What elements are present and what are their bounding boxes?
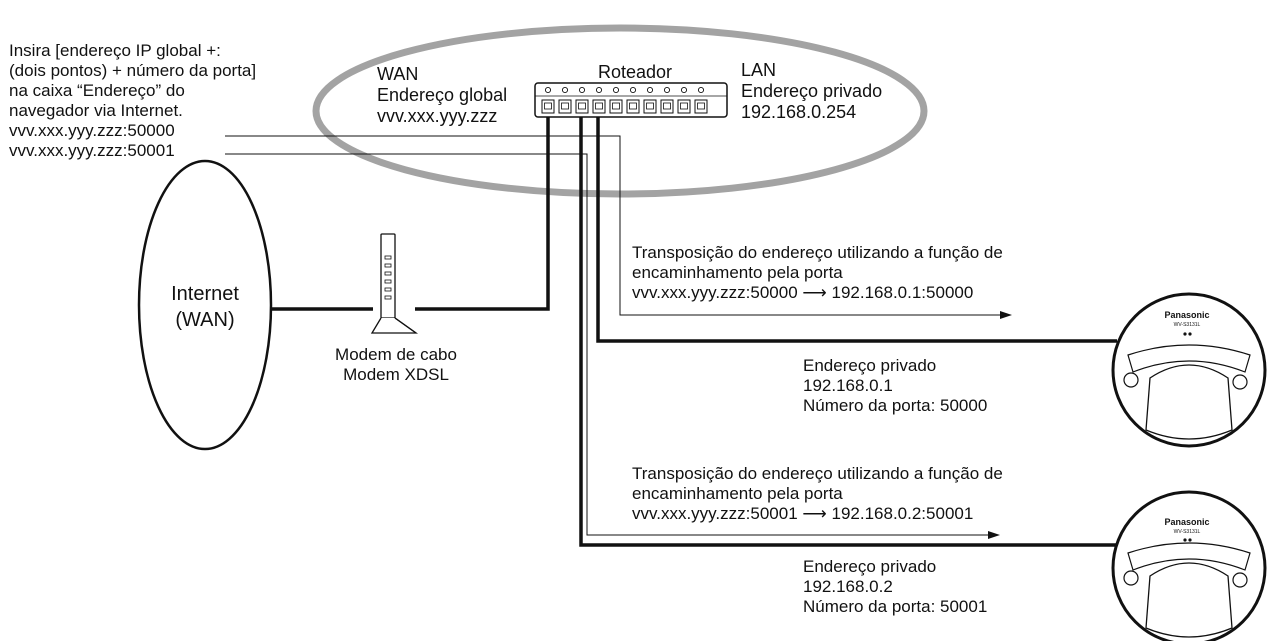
forwarding-2-source: vvv.xxx.yyy.zzz:50001 [632, 504, 798, 523]
router-port [592, 99, 606, 114]
internet-label-line-1: Internet [171, 283, 239, 305]
url-2-line [225, 153, 996, 536]
router-wan-address-label: Endereço global [377, 85, 508, 105]
router-title: Roteador [598, 62, 673, 82]
forwarding-2-text: Transposição do endereço utilizando a fu… [632, 464, 1003, 524]
router-port-socket [629, 102, 637, 110]
router-port-socket [697, 102, 705, 110]
internet-label: Internet (WAN) [145, 281, 265, 333]
internet-cloud [137, 159, 273, 451]
forward-arrowhead-1 [1000, 311, 1012, 319]
instruction-text: Insira [endereço IP global +: (dois pont… [9, 41, 256, 161]
router-led-icon [561, 86, 569, 94]
router-port [575, 99, 589, 114]
modem-label: Modem de cabo Modem XDSL [311, 345, 481, 385]
modem-label-line-1: Modem de cabo [335, 345, 457, 364]
router-port [626, 99, 640, 114]
forwarding-2-arrow: ⟶ [802, 504, 827, 523]
instruction-url-1: vvv.xxx.yyy.zzz:50000 [9, 121, 175, 140]
forwarding-1-title-line-2: encaminhamento pela porta [632, 263, 843, 282]
router-port [541, 99, 555, 114]
router-led-icon [629, 86, 637, 94]
instruction-line-2: (dois pontos) + número da porta] [9, 61, 257, 80]
instruction-line-4: navegador via Internet. [9, 101, 183, 120]
forwarding-1-mapping: vvv.xxx.yyy.zzz:50000 ⟶ 192.168.0.1:5000… [632, 283, 1003, 303]
router-led-icon [578, 86, 586, 94]
camera-1-info: Endereço privado 192.168.0.1 Número da p… [803, 356, 987, 416]
router-led-icon [612, 86, 620, 94]
forwarding-2-title-line-2: encaminhamento pela porta [632, 484, 843, 503]
router-port-socket [680, 102, 688, 110]
router-lan-address: 192.168.0.254 [741, 102, 857, 122]
router-port-socket [612, 102, 620, 110]
forwarding-1-title-line-1: Transposição do endereço utilizando a fu… [632, 243, 1003, 262]
camera-1-device: Panasonic WV-S3131L [1111, 292, 1267, 448]
modem-led-icon [384, 287, 392, 292]
router-device [534, 82, 728, 118]
modem-label-line-2: Modem XDSL [343, 365, 449, 384]
router-port-socket [561, 102, 569, 110]
modem-led-icon [384, 279, 392, 284]
camera-2-brand: Panasonic [1164, 517, 1209, 527]
router-lan-address-label: Endereço privado [741, 81, 883, 101]
forwarding-1-text: Transposição do endereço utilizando a fu… [632, 243, 1003, 303]
router-port [694, 99, 708, 114]
router-port-socket [646, 102, 654, 110]
router-led-icon [697, 86, 705, 94]
forwarding-1-source: vvv.xxx.yyy.zzz:50000 [632, 283, 798, 302]
instruction-line-3: na caixa “Endereço” do [9, 81, 185, 100]
forwarding-2-mapping: vvv.xxx.yyy.zzz:50001 ⟶ 192.168.0.2:5000… [632, 504, 1003, 524]
router-port-socket [578, 102, 586, 110]
camera-1-model: WV-S3131L [1174, 322, 1201, 328]
router-port [558, 99, 572, 114]
camera-2-port: Número da porta: 50001 [803, 597, 988, 616]
forwarding-2-title-line-1: Transposição do endereço utilizando a fu… [632, 464, 1003, 483]
forward-arrowhead-2 [988, 531, 1000, 539]
internet-label-line-2: (WAN) [175, 309, 235, 331]
modem-led-icon [384, 255, 392, 260]
router-port [660, 99, 674, 114]
router-port-socket [595, 102, 603, 110]
url-1-line [225, 135, 1008, 316]
modem-led-icon [384, 271, 392, 276]
forwarding-1-arrow: ⟶ [802, 283, 827, 302]
router-led-icon [595, 86, 603, 94]
router-port [677, 99, 691, 114]
router-camera-1-cable [596, 115, 1117, 343]
router-port-socket [663, 102, 671, 110]
router-led-icon [663, 86, 671, 94]
router-led-icon [544, 86, 552, 94]
forwarding-1-target: 192.168.0.1:50000 [831, 283, 974, 302]
modem-router-cable [415, 115, 550, 311]
camera-2-address: 192.168.0.2 [803, 577, 893, 596]
forwarding-2-target: 192.168.0.2:50001 [831, 504, 974, 523]
camera-1-port: Número da porta: 50000 [803, 396, 988, 415]
router-port-socket [544, 102, 552, 110]
router-camera-2-cable [579, 115, 1117, 547]
router-wan-block: WAN Endereço global vvv.xxx.yyy.zzz [377, 64, 507, 127]
camera-2-address-label: Endereço privado [803, 557, 937, 576]
instruction-line-1: Insira [endereço IP global +: [9, 41, 221, 60]
camera-1-brand: Panasonic [1164, 310, 1209, 320]
router-wan-label: WAN [377, 64, 419, 84]
camera-2-device: Panasonic WV-S3131L [1111, 490, 1267, 641]
router-led-icon [680, 86, 688, 94]
camera-1-address: 192.168.0.1 [803, 376, 893, 395]
modem-led-icon [384, 295, 392, 300]
modem-led-icon [384, 263, 392, 268]
router-port [609, 99, 623, 114]
router-led-icon [646, 86, 654, 94]
router-lan-block: LAN Endereço privado 192.168.0.254 [741, 60, 882, 123]
camera-2-model: WV-S3131L [1174, 529, 1201, 535]
modem-device [370, 233, 419, 334]
camera-1-address-label: Endereço privado [803, 356, 937, 375]
camera-2-info: Endereço privado 192.168.0.2 Número da p… [803, 557, 987, 617]
router-lan-label: LAN [741, 60, 777, 80]
router-wan-address: vvv.xxx.yyy.zzz [377, 106, 498, 126]
instruction-url-2: vvv.xxx.yyy.zzz:50001 [9, 141, 175, 160]
router-port [643, 99, 657, 114]
